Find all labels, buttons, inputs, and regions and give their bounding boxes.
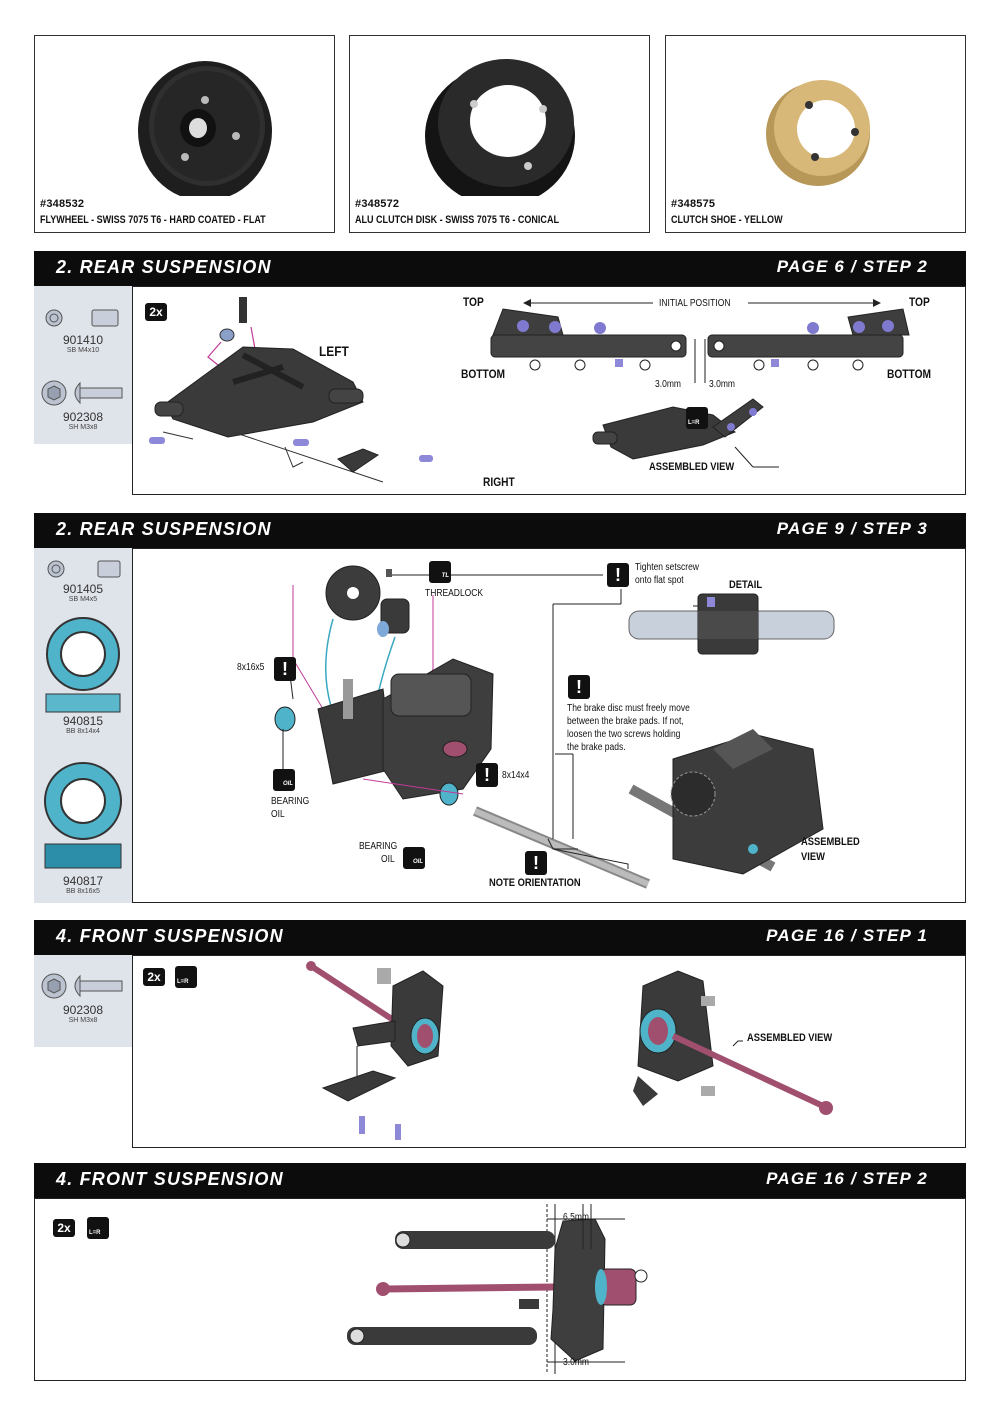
- lr-text: L=R: [688, 420, 700, 426]
- oil-icon: OIL: [403, 847, 425, 869]
- top-label-left: TOP: [463, 295, 484, 309]
- rear-arm-exploded-diagram: [149, 297, 433, 483]
- bearing-oil-label: BEARING OIL: [271, 796, 310, 820]
- part-desc: SH M3x8: [68, 1017, 98, 1024]
- bearing-icon: [45, 617, 121, 713]
- front-hub-exploded-diagram: [306, 961, 833, 1140]
- parts-column: 901410 SB M4x10 902308 SH M3x8: [34, 286, 132, 444]
- product-code: #348572: [355, 198, 400, 210]
- front-arm-alignment-diagram: [347, 1204, 648, 1374]
- left-label: LEFT: [319, 343, 349, 359]
- bearing-size-label: 8x14x4: [502, 770, 530, 781]
- warning-icon: !: [607, 563, 629, 587]
- product-code: #348532: [40, 198, 85, 210]
- part-code: 902308: [62, 410, 104, 424]
- lr-text: L=R: [177, 979, 189, 985]
- section-page-ref: PAGE 9 / STEP 3: [776, 519, 928, 538]
- left-equals-right-icon: L=R: [686, 407, 708, 429]
- step-panel-front-suspension-1: 2x L=R ASSEMBLED VIEW: [132, 955, 966, 1148]
- section-page-ref: PAGE 6 / STEP 2: [776, 257, 928, 276]
- clutch-disk-image: [425, 59, 575, 196]
- section-header: 2. REAR SUSPENSION PAGE 6 / STEP 2: [34, 251, 966, 286]
- section-title: 4. FRONT SUSPENSION: [56, 1169, 284, 1189]
- assembled-view-label: ASSEMBLED VIEW: [747, 1032, 833, 1044]
- left-equals-right-icon: L=R: [175, 966, 197, 988]
- brake-note: The brake disc must freely move between …: [567, 703, 690, 753]
- dimension-label: 6.5mm: [563, 1212, 589, 1223]
- part-desc: SH M3x8: [68, 424, 98, 431]
- initial-position-label: INITIAL POSITION: [659, 298, 731, 309]
- product-name: CLUTCH SHOE - YELLOW: [671, 214, 783, 226]
- parts-column: 902308 SH M3x8: [34, 955, 132, 1047]
- top-label-right: TOP: [909, 295, 930, 309]
- part-desc: SB M4x5: [68, 596, 98, 603]
- bearing-size-label: 8x16x5: [237, 662, 265, 673]
- step-panel-rear-suspension-2: TL THREADLOCK ! Tighten setscrew onto fl…: [132, 548, 966, 903]
- oil-icon: OIL: [273, 769, 295, 791]
- section-title: 4. FRONT SUSPENSION: [56, 926, 284, 946]
- section-header: 4. FRONT SUSPENSION PAGE 16 / STEP 1: [34, 920, 966, 955]
- section-title: 2. REAR SUSPENSION: [56, 257, 272, 277]
- bearing-icon: [44, 762, 122, 869]
- right-label: RIGHT: [483, 475, 515, 489]
- warning-icon: !: [568, 675, 590, 699]
- section-title: 2. REAR SUSPENSION: [56, 519, 272, 539]
- screw-icon: [41, 380, 123, 406]
- assembled-view-label: ASSEMBLED VIEW: [649, 461, 735, 473]
- part-desc: BB 8x16x5: [66, 888, 100, 895]
- step-panel-rear-suspension-1: 2x LEFT TOP TOP BOTTOM BOTTOM INITIAL PO…: [132, 286, 966, 495]
- note-orientation-label: NOTE ORIENTATION: [489, 877, 581, 889]
- left-equals-right-icon: L=R: [87, 1217, 109, 1239]
- dimension-label: 3.0mm: [655, 379, 681, 390]
- warning-icon: !: [274, 657, 296, 681]
- bottom-label-left: BOTTOM: [461, 367, 506, 381]
- detail-label: DETAIL: [729, 579, 763, 591]
- part-code: 940817: [62, 874, 104, 888]
- tl-text: TL: [441, 573, 449, 579]
- lr-text: L=R: [89, 1230, 101, 1236]
- part-code: 902308: [62, 1003, 104, 1017]
- product-name: FLYWHEEL - SWISS 7075 T6 - HARD COATED -…: [40, 214, 266, 226]
- product-name: ALU CLUTCH DISK - SWISS 7075 T6 - CONICA…: [355, 214, 559, 226]
- camber-link-diagram: [490, 299, 910, 468]
- tighten-note: Tighten setscrew onto flat spot: [635, 562, 699, 586]
- product-card-clutch-disk: #348572 ALU CLUTCH DISK - SWISS 7075 T6 …: [349, 35, 650, 233]
- part-code: 901410: [62, 333, 104, 347]
- step-panel-front-suspension-2: 2x L=R 6.5mm 3.0mm: [34, 1198, 966, 1381]
- part-code: 940815: [62, 714, 104, 728]
- brake-assembly-exploded-diagram: [274, 565, 835, 889]
- quantity-badge: 2x: [143, 968, 165, 986]
- flywheel-image: [138, 61, 272, 196]
- oil-text: OIL: [283, 781, 293, 787]
- section-header: 2. REAR SUSPENSION PAGE 9 / STEP 3: [34, 513, 966, 548]
- part-code: 901405: [62, 582, 104, 596]
- bearing-oil-label: BEARING OIL: [359, 841, 398, 865]
- setscrew-icon: [47, 560, 121, 578]
- section-page-ref: PAGE 16 / STEP 1: [766, 926, 928, 945]
- threadlock-label: THREADLOCK: [425, 588, 484, 599]
- threadlock-icon: TL: [429, 561, 451, 583]
- warning-icon: !: [476, 763, 498, 787]
- product-code: #348575: [671, 198, 716, 210]
- part-desc: BB 8x14x4: [66, 728, 100, 735]
- section-page-ref: PAGE 16 / STEP 2: [766, 1169, 928, 1188]
- section-header: 4. FRONT SUSPENSION PAGE 16 / STEP 2: [34, 1163, 966, 1198]
- part-desc: SB M4x10: [66, 347, 100, 354]
- dimension-label: 3.0mm: [709, 379, 735, 390]
- assembled-view-label: ASSEMBLED VIEW: [801, 836, 860, 863]
- ball-stud-icon: [45, 309, 119, 327]
- product-card-clutch-shoe: #348575 CLUTCH SHOE - YELLOW: [665, 35, 966, 233]
- bottom-label-right: BOTTOM: [887, 367, 932, 381]
- quantity-badge: 2x: [145, 303, 167, 321]
- warning-icon: !: [525, 851, 547, 875]
- dimension-label: 3.0mm: [563, 1357, 589, 1368]
- clutch-shoe-image: [766, 80, 870, 186]
- oil-text: OIL: [413, 859, 423, 865]
- quantity-badge: 2x: [53, 1219, 75, 1237]
- screw-icon: [41, 973, 123, 999]
- product-card-flywheel: #348532 FLYWHEEL - SWISS 7075 T6 - HARD …: [34, 35, 335, 233]
- parts-column: 901405 SB M4x5 940815 BB 8x14x4 940817 B…: [34, 548, 132, 903]
